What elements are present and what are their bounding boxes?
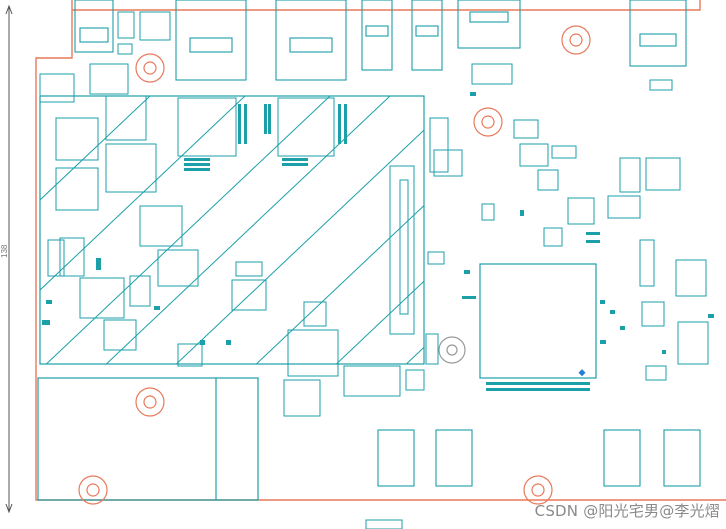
mounting-hole-gray <box>438 336 466 364</box>
shield-area-hatch <box>39 95 425 365</box>
dimension-line <box>5 4 13 514</box>
dimension-label: 138 <box>0 244 9 258</box>
bottom-connector <box>365 519 403 529</box>
top-small-parts <box>39 11 673 103</box>
board-outline <box>35 0 726 501</box>
right-components <box>283 119 709 417</box>
top-connectors <box>74 0 687 81</box>
small-pads <box>42 92 714 354</box>
watermark-text: CSDN @阳光宅男@李光熠 <box>534 502 720 520</box>
soc-marker <box>578 369 586 377</box>
mounting-holes <box>78 25 591 505</box>
relays <box>377 429 701 487</box>
pin-strips <box>184 104 600 391</box>
main-soc <box>479 263 597 379</box>
shield-components <box>47 95 449 377</box>
bottom-left-connector <box>37 377 259 501</box>
